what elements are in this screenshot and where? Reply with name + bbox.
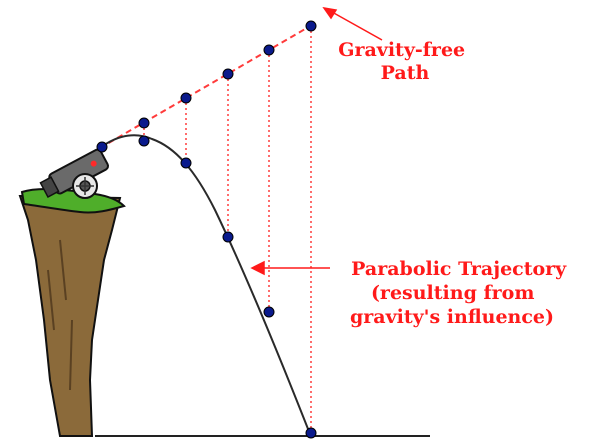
cannon-icon xyxy=(39,148,110,199)
trajectory-pointer-arrow xyxy=(250,260,330,276)
gravity-free-pointer-arrow xyxy=(322,6,383,41)
gravity-free-markers xyxy=(96,20,317,153)
gravity-free-path-line xyxy=(99,24,313,149)
cliff-icon xyxy=(18,187,126,437)
trajectory-markers xyxy=(138,135,317,439)
gravity-free-label: Gravity-free Path xyxy=(338,39,472,84)
parabolic-trajectory-curve xyxy=(99,134,311,435)
parabolic-trajectory-label: Parabolic Trajectory (resulting from gra… xyxy=(350,258,573,328)
